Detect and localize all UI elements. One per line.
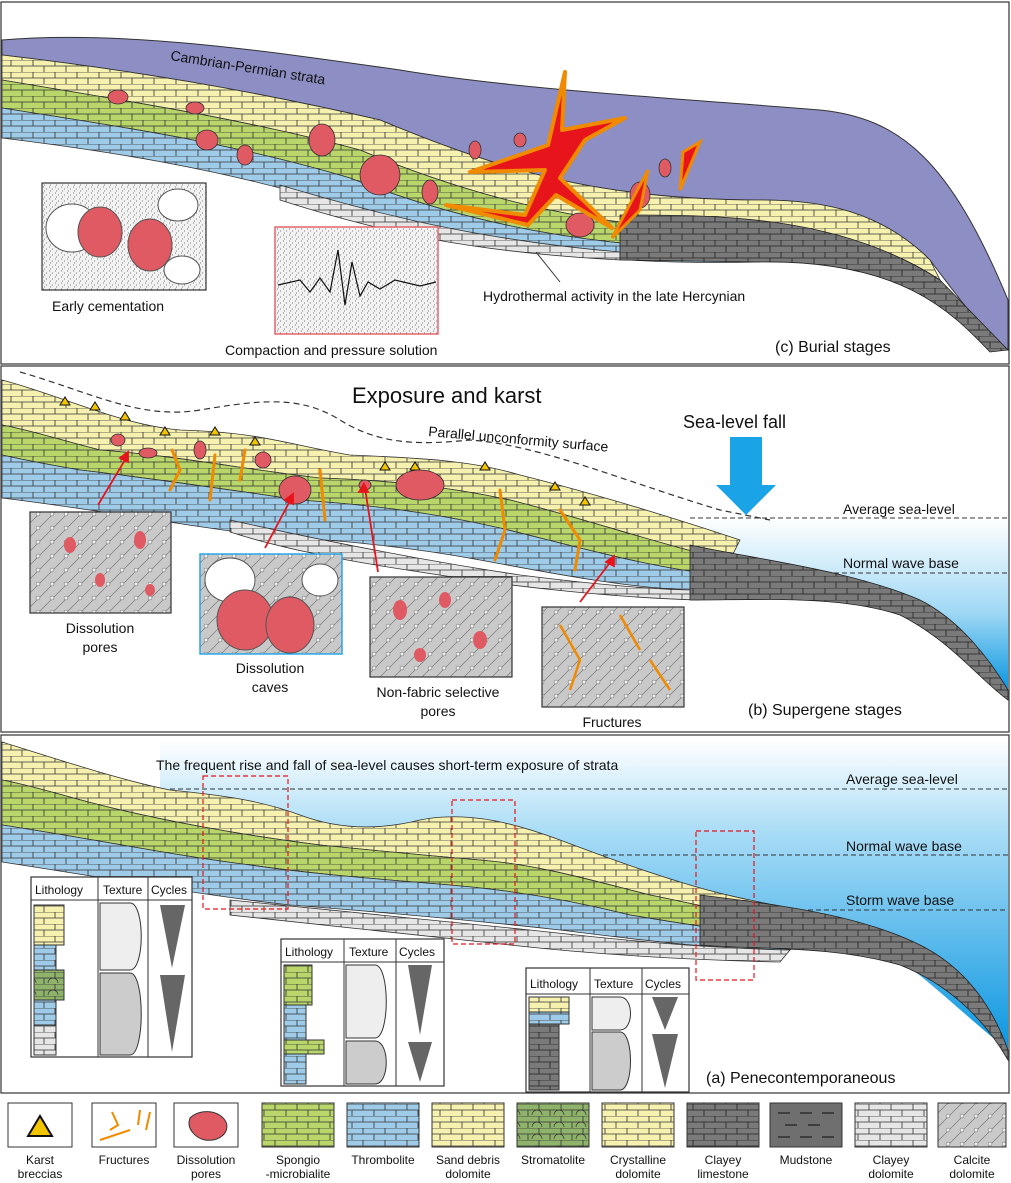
legend-swatch-sand-debris xyxy=(431,1102,505,1148)
legend-label-spongio-2: -microbialite xyxy=(266,1167,331,1181)
stage-label-c: (c) Burial stages xyxy=(775,339,891,356)
inset-fractures xyxy=(541,606,685,708)
sea-b xyxy=(700,518,1008,690)
average-sea-level-a: Average sea-level xyxy=(846,771,958,787)
legend-label-mudstone: Mudstone xyxy=(780,1153,833,1167)
legend-label-karst-1: Karst xyxy=(26,1153,55,1167)
storm-wave-base-a: Storm wave base xyxy=(846,892,954,908)
inset-b3-caption-2: pores xyxy=(420,703,455,719)
column-inset-2 xyxy=(280,938,445,1087)
panel-a-penecontemporaneous: The frequent rise and fall of sea-level … xyxy=(0,734,1010,1094)
legend-swatch-stromatolite xyxy=(516,1102,590,1148)
legend-label-calcite-2: dolomite xyxy=(949,1167,995,1181)
legend-label-sand-1: Sand debris xyxy=(436,1153,500,1167)
inset-b2-caption-1: Dissolution xyxy=(236,660,304,676)
col3-header-lithology: Lithology xyxy=(530,977,578,991)
legend-label-clayey-limestone-2: limestone xyxy=(697,1167,749,1181)
col2-header-cycles: Cycles xyxy=(399,945,435,959)
normal-wave-base-a: Normal wave base xyxy=(846,838,962,854)
legend-swatch-thrombolite xyxy=(346,1102,420,1148)
inset-compaction xyxy=(274,226,439,335)
legend-label-sand-2: dolomite xyxy=(445,1167,491,1181)
legend-swatch-spongio xyxy=(261,1102,335,1148)
legend-swatch-calcite-dolomite xyxy=(937,1102,1007,1148)
legend-swatch-mudstone xyxy=(769,1102,843,1148)
legend-swatch-fracture xyxy=(91,1102,157,1148)
inset-b4-caption: Fructures xyxy=(582,714,641,730)
col3-header-texture: Texture xyxy=(594,977,634,991)
inset-c1-caption: Early cementation xyxy=(52,298,164,314)
legend-label-pore-2: pores xyxy=(191,1167,221,1181)
normal-wave-base-b: Normal wave base xyxy=(843,555,959,571)
inset-dissolution-pores xyxy=(29,511,172,614)
inset-dissolution-caves xyxy=(199,553,343,655)
sea-level-fall-arrow[interactable] xyxy=(716,437,776,515)
hydrothermal-vein xyxy=(444,70,627,230)
sea-level-fall-label: Sea-level fall xyxy=(683,412,786,432)
panel-b-supergene: Exposure and karst Parallel unconformity… xyxy=(0,365,1010,733)
stage-label-b: (b) Supergene stages xyxy=(748,702,902,719)
col1-header-texture: Texture xyxy=(103,883,143,897)
legend-label-clayey-limestone-1: Clayey xyxy=(705,1153,742,1167)
col2-header-texture: Texture xyxy=(349,945,389,959)
legend-swatch-pore xyxy=(173,1102,239,1148)
col3-header-cycles: Cycles xyxy=(645,977,681,991)
legend-label-thrombolite: Thrombolite xyxy=(351,1153,415,1167)
col2-header-lithology: Lithology xyxy=(285,945,333,959)
column-inset-1 xyxy=(30,876,193,1058)
legend-label-spongio-1: Spongio xyxy=(276,1153,320,1167)
legend-label-clayey-dolomite-1: Clayey xyxy=(873,1153,910,1167)
legend-swatch-karst xyxy=(7,1102,73,1148)
legend-swatch-crystalline xyxy=(601,1102,675,1148)
legend: Karst breccias Fructures Dissolution por… xyxy=(1,1096,1009,1182)
legend-label-calcite-1: Calcite xyxy=(954,1153,991,1167)
legend-label-karst-2: breccias xyxy=(18,1167,63,1181)
legend-label-clayey-dolomite-2: dolomite xyxy=(868,1167,914,1181)
legend-label-crystalline-1: Crystalline xyxy=(610,1153,666,1167)
panel-c-burial: Cambrian-Permian strata Early cementatio… xyxy=(0,1,1010,365)
inset-b1-caption-2: pores xyxy=(82,639,117,655)
inset-b2-caption-2: caves xyxy=(252,679,289,695)
legend-label-fracture: Fructures xyxy=(99,1153,150,1167)
inset-non-fabric-pores xyxy=(369,576,513,678)
inset-c2-caption: Compaction and pressure solution xyxy=(225,342,437,358)
legend-swatch-clayey-limestone xyxy=(686,1102,760,1148)
banner-text: The frequent rise and fall of sea-level … xyxy=(156,757,618,773)
legend-label-crystalline-2: dolomite xyxy=(615,1167,661,1181)
col1-header-lithology: Lithology xyxy=(35,883,83,897)
inset-early-cementation xyxy=(41,182,207,291)
inset-b1-caption-1: Dissolution xyxy=(66,620,134,636)
hydrothermal-label: Hydrothermal activity in the late Hercyn… xyxy=(483,288,745,304)
legend-label-stromatolite: Stromatolite xyxy=(521,1153,585,1167)
average-sea-level-b: Average sea-level xyxy=(843,501,955,517)
column-inset-3 xyxy=(525,967,690,1093)
title-exposure-karst: Exposure and karst xyxy=(352,383,542,408)
legend-swatch-clayey-dolomite xyxy=(854,1102,928,1148)
col1-header-cycles: Cycles xyxy=(151,883,187,897)
inset-b3-caption-1: Non-fabric selective xyxy=(377,684,500,700)
legend-label-pore-1: Dissolution xyxy=(177,1153,236,1167)
stage-label-a: (a) Penecontemporaneous xyxy=(706,1070,895,1087)
